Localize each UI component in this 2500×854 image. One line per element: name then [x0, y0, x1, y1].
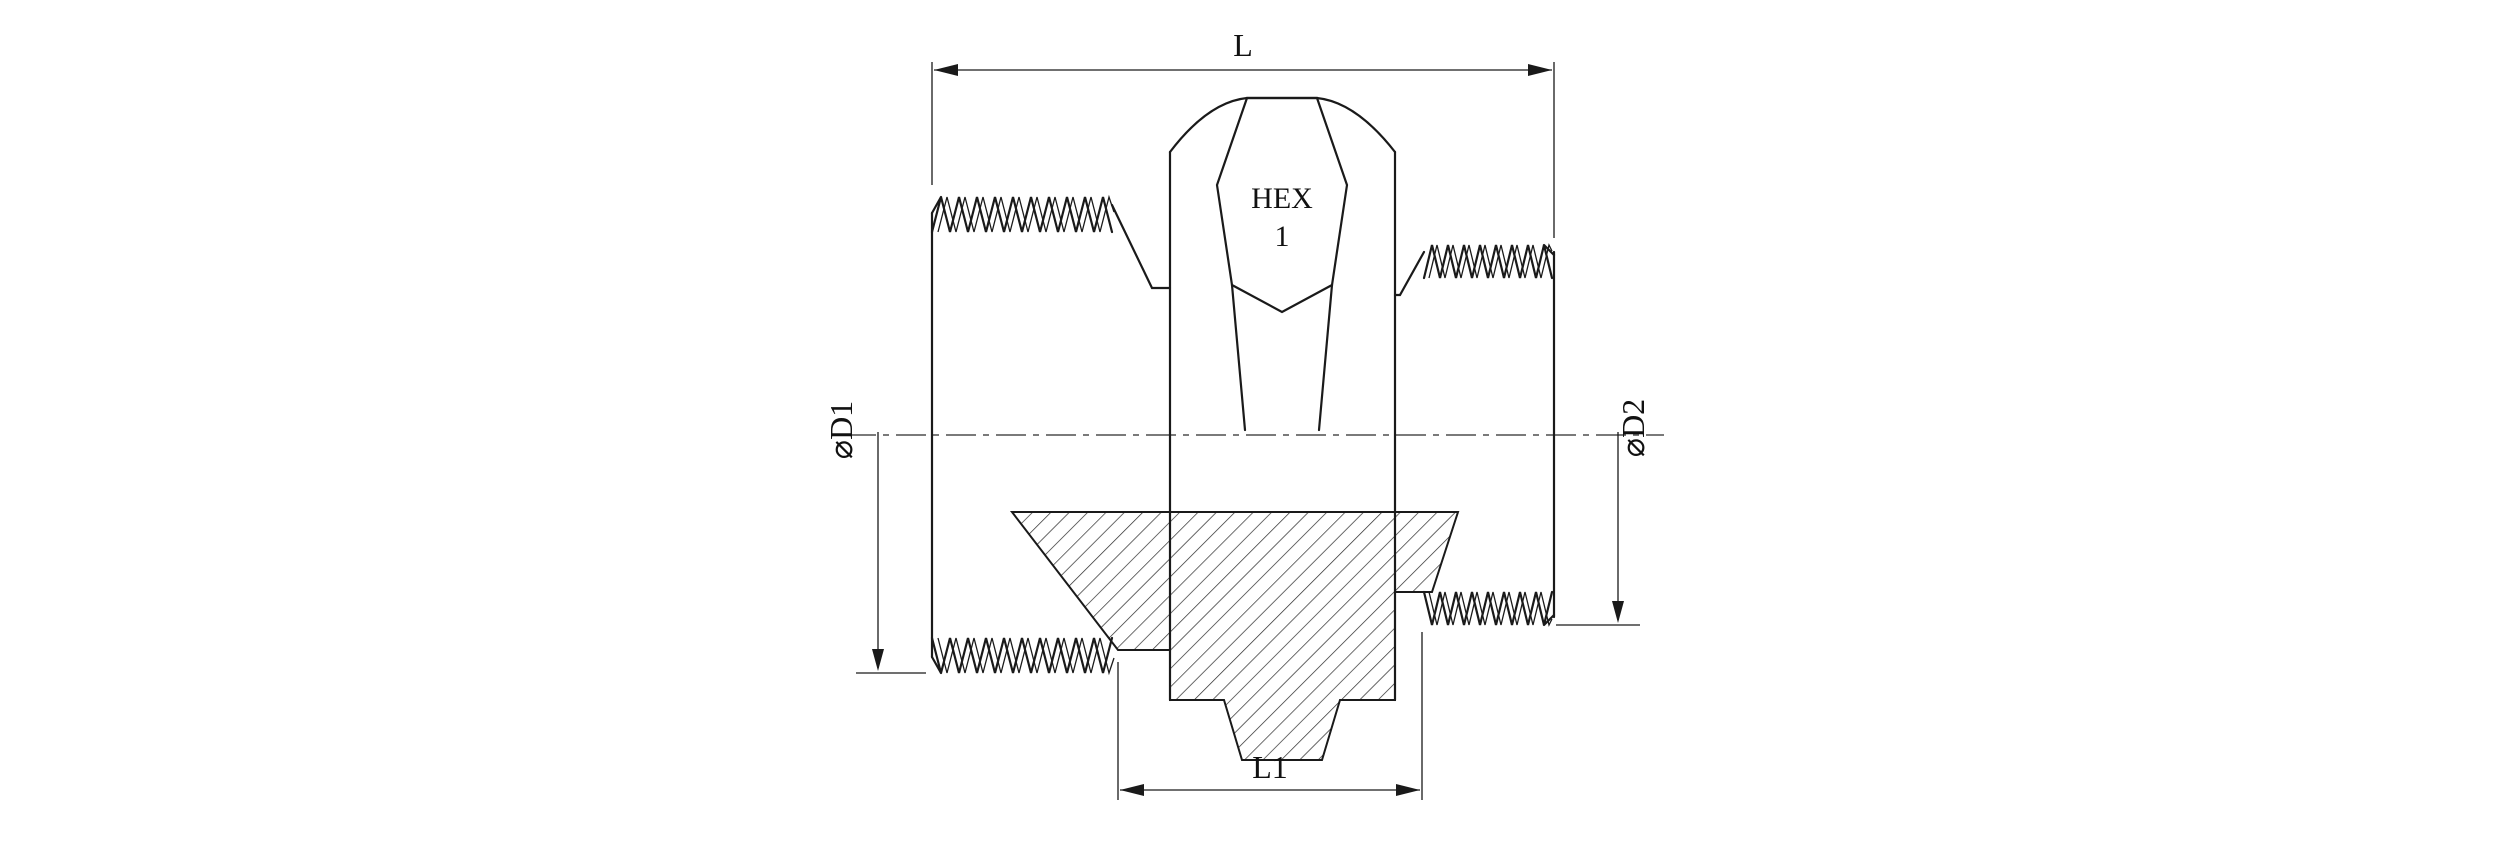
right-thread-bottom-chamfer: [1542, 613, 1556, 627]
D1-arrow: [872, 649, 884, 671]
left-thread-runout: [1110, 203, 1172, 290]
L-arrow-right: [1528, 64, 1552, 76]
right-thread-top-chamfer: [1542, 243, 1556, 257]
hex-facet-edge-right: [1317, 283, 1334, 432]
left-thread: [930, 194, 1172, 676]
hex-front-facet: [1215, 96, 1349, 314]
left-thread-top-flanks: [937, 194, 1115, 233]
hex-marking-line2: 1: [1275, 220, 1290, 253]
L-label: L: [1233, 27, 1253, 63]
section-right-cone: [1394, 511, 1460, 593]
D2-label: ⌀D2: [1615, 399, 1651, 457]
left-thread-top-profile: [930, 196, 1114, 234]
L-arrow-left: [934, 64, 958, 76]
left-thread-bottom-profile: [930, 636, 1114, 674]
hex-body: [1168, 96, 1397, 702]
hex-top-profile: [1168, 96, 1397, 154]
left-thread-bottom-flanks: [937, 637, 1115, 676]
right-thread-runout: [1393, 250, 1426, 297]
D1-label: ⌀D1: [823, 401, 859, 459]
section-left-cone: [1009, 511, 1171, 651]
hex-facet-edge-left: [1230, 283, 1247, 432]
right-thread: [1393, 243, 1556, 627]
L1-label: L1: [1252, 749, 1288, 785]
dimension-D1: ⌀D1: [823, 401, 926, 674]
section-hatch: [1009, 511, 1460, 761]
D2-arrow: [1612, 601, 1624, 623]
dimension-L1: L1: [1117, 632, 1423, 800]
hex-marking-line1: HEX: [1251, 182, 1313, 215]
right-thread-top-flanks: [1428, 243, 1553, 279]
dimension-D2: ⌀D2: [1556, 399, 1651, 626]
right-thread-bottom-flanks: [1428, 591, 1553, 627]
L1-arrow-left: [1120, 784, 1144, 796]
dimension-L: L: [931, 27, 1555, 238]
L1-arrow-right: [1396, 784, 1420, 796]
section-hex-bottom: [1169, 511, 1396, 761]
hex-label: HEX 1: [1251, 182, 1313, 253]
